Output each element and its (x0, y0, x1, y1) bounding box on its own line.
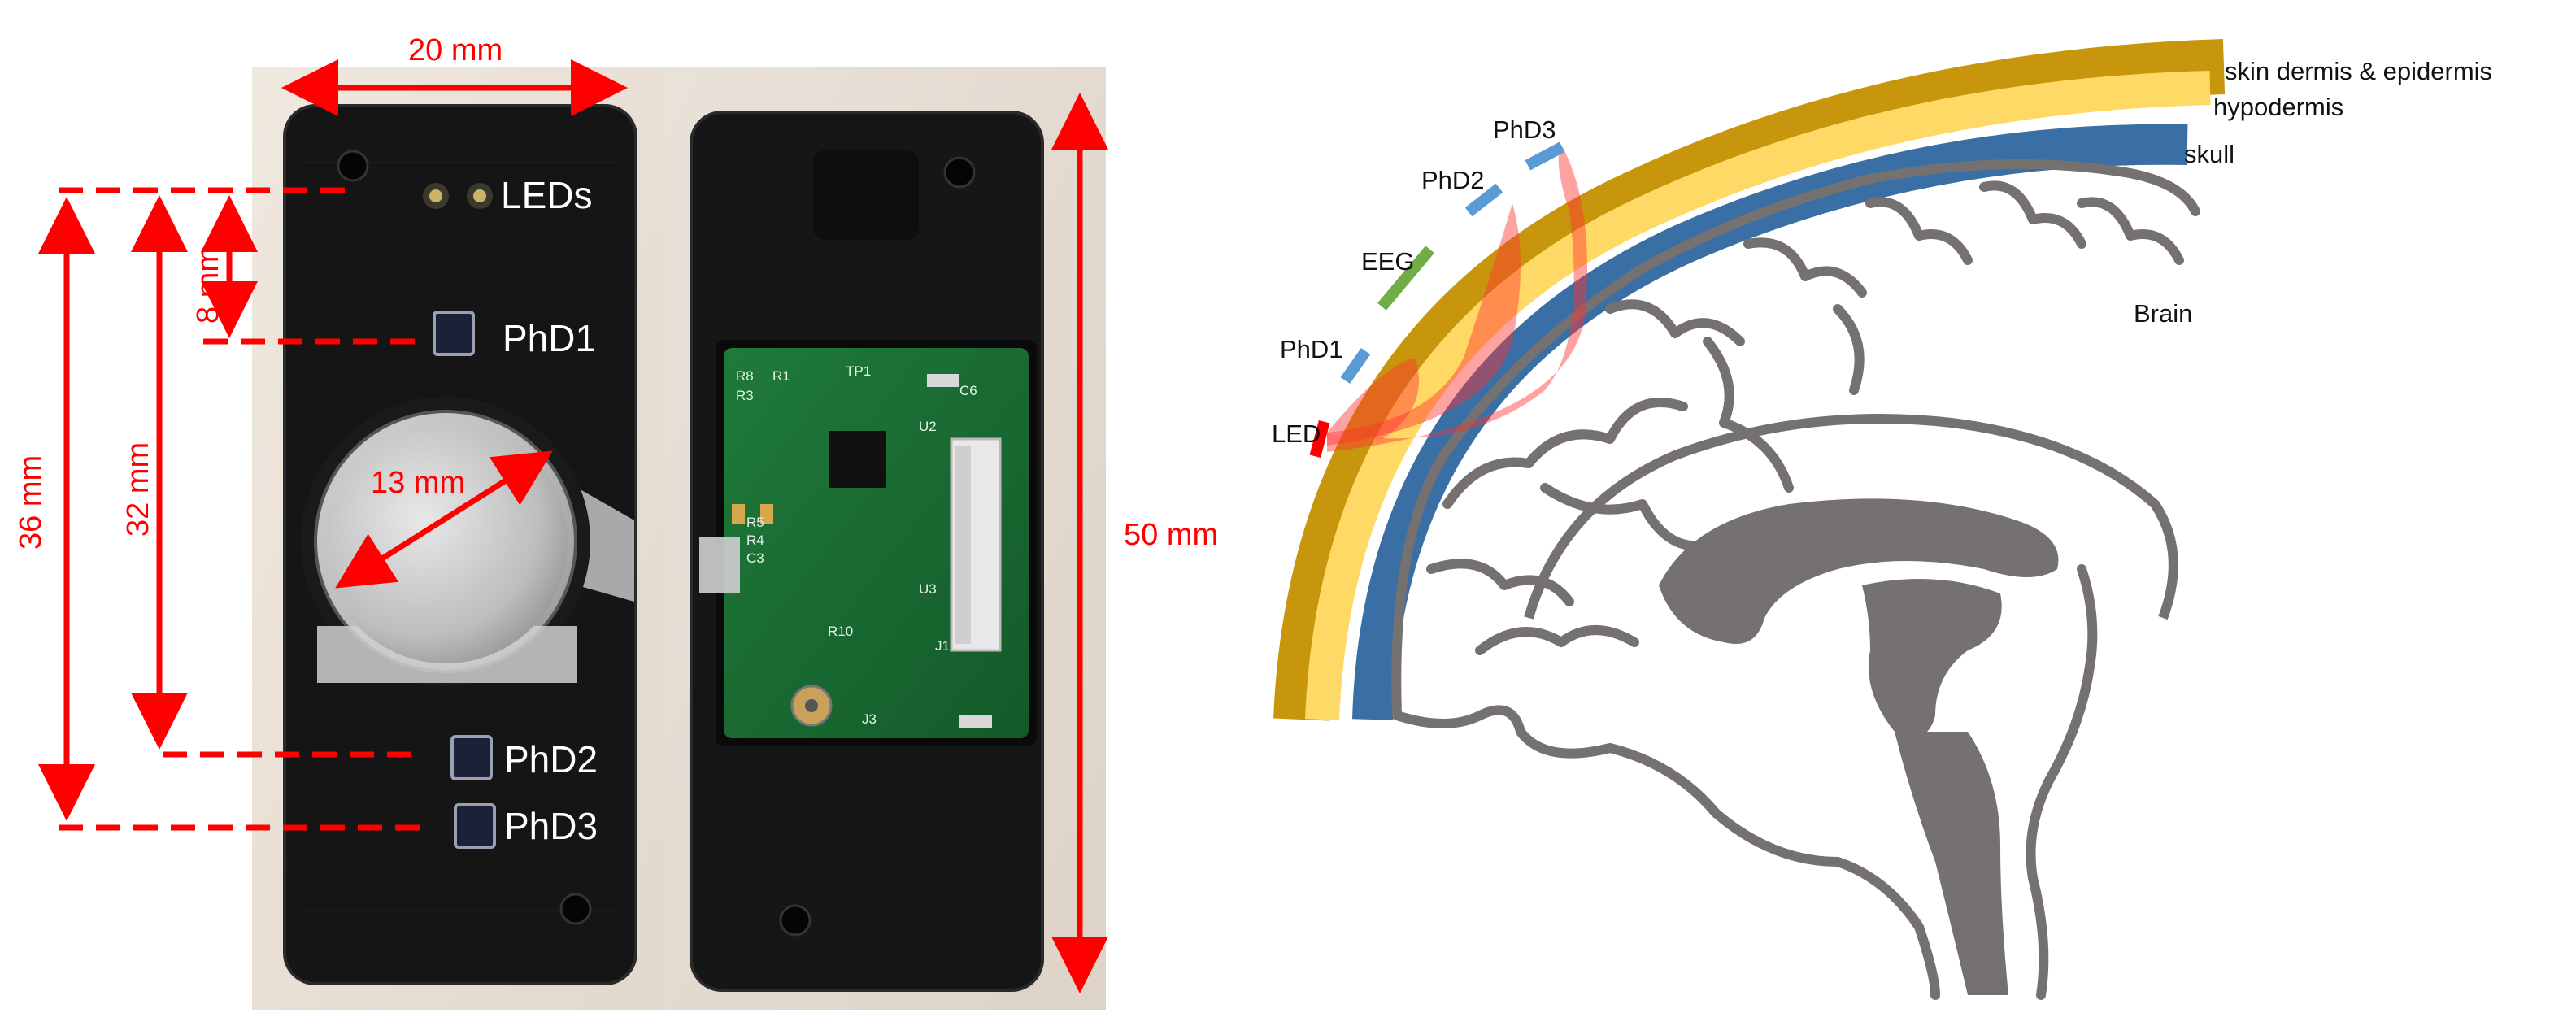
light-paths (1327, 145, 1587, 452)
label-skin: skin dermis & epidermis (2225, 57, 2492, 85)
dimension-labels: 20 mm 8 mm 32 mm 36 mm 50 mm 13 mm (14, 33, 1218, 552)
pcb-silkscreen: R8 R3 R1 TP1 C6 U2 R5 R4 C3 R10 U3 J3 J1 (736, 363, 977, 727)
mount-hole (943, 156, 976, 189)
dim-36mm-label: 36 mm (14, 455, 48, 550)
silk-r10: R10 (828, 624, 853, 639)
label-phd2: PhD2 (504, 738, 598, 780)
silk-u2: U2 (919, 419, 937, 434)
silk-r4: R4 (746, 533, 764, 548)
mount-hole (559, 893, 592, 925)
component-labels: LEDs PhD1 PhD2 PhD3 (501, 174, 598, 847)
silk-j1: J1 (935, 638, 950, 654)
sensor-phd2 (1464, 183, 1503, 217)
silk-c6: C6 (959, 383, 977, 398)
dim-8mm-label: 8 mm (191, 246, 225, 324)
layer-skull (1352, 124, 2188, 720)
label-head-eeg: EEG (1361, 247, 1414, 276)
silk-r1: R1 (772, 368, 790, 384)
head-diagram: skin dermis & epidermis hypodermis skull… (1272, 39, 2492, 1000)
silk-c3: C3 (746, 550, 764, 566)
sensor-led (1309, 420, 1330, 459)
sensor-phd1 (1340, 347, 1371, 385)
silk-r5: R5 (746, 515, 764, 530)
mount-hole (337, 150, 369, 182)
thalamus (1862, 579, 2002, 737)
sensor-phd3 (1525, 141, 1565, 171)
pcb (699, 340, 1037, 746)
sensor-eeg (1377, 246, 1434, 311)
label-head-led: LED (1272, 420, 1321, 448)
brain-outline (1391, 159, 2200, 1000)
silk-r3: R3 (736, 388, 754, 403)
label-head-phd2: PhD2 (1421, 166, 1485, 194)
device-photo-front (252, 67, 663, 1010)
device-photo-back: R8 R3 R1 TP1 C6 U2 R5 R4 C3 R10 U3 J3 J1 (663, 67, 1106, 1010)
layer-skin (1273, 39, 2226, 721)
dimension-lines (38, 59, 1108, 993)
label-hypodermis: hypodermis (2213, 93, 2343, 121)
label-skull: skull (2184, 140, 2234, 168)
dim-32mm-label: 32 mm (121, 442, 155, 537)
dim-50mm-label: 50 mm (1124, 518, 1218, 552)
mount-hole (779, 904, 812, 937)
label-leds: LEDs (501, 174, 592, 216)
dim-battery-label: 13 mm (371, 466, 465, 500)
photodiode-phd3 (454, 803, 496, 849)
silk-r8: R8 (736, 368, 754, 384)
label-head-phd3: PhD3 (1493, 115, 1556, 144)
dim-width-label: 20 mm (408, 33, 503, 67)
photodiode-phd1 (433, 311, 475, 356)
silk-u3: U3 (919, 581, 937, 597)
layer-hypodermis (1305, 71, 2211, 720)
label-phd3: PhD3 (504, 805, 598, 847)
corpus-callosum (1659, 498, 2059, 644)
leds (423, 183, 493, 209)
cortex-inner (1524, 414, 2178, 620)
label-head-phd1: PhD1 (1280, 335, 1343, 363)
label-phd1: PhD1 (503, 317, 596, 359)
brainstem (1895, 732, 2008, 995)
silk-tp1: TP1 (846, 363, 871, 379)
silk-j3: J3 (862, 711, 877, 727)
label-brain: Brain (2134, 299, 2192, 328)
photodiode-phd2 (450, 735, 493, 780)
